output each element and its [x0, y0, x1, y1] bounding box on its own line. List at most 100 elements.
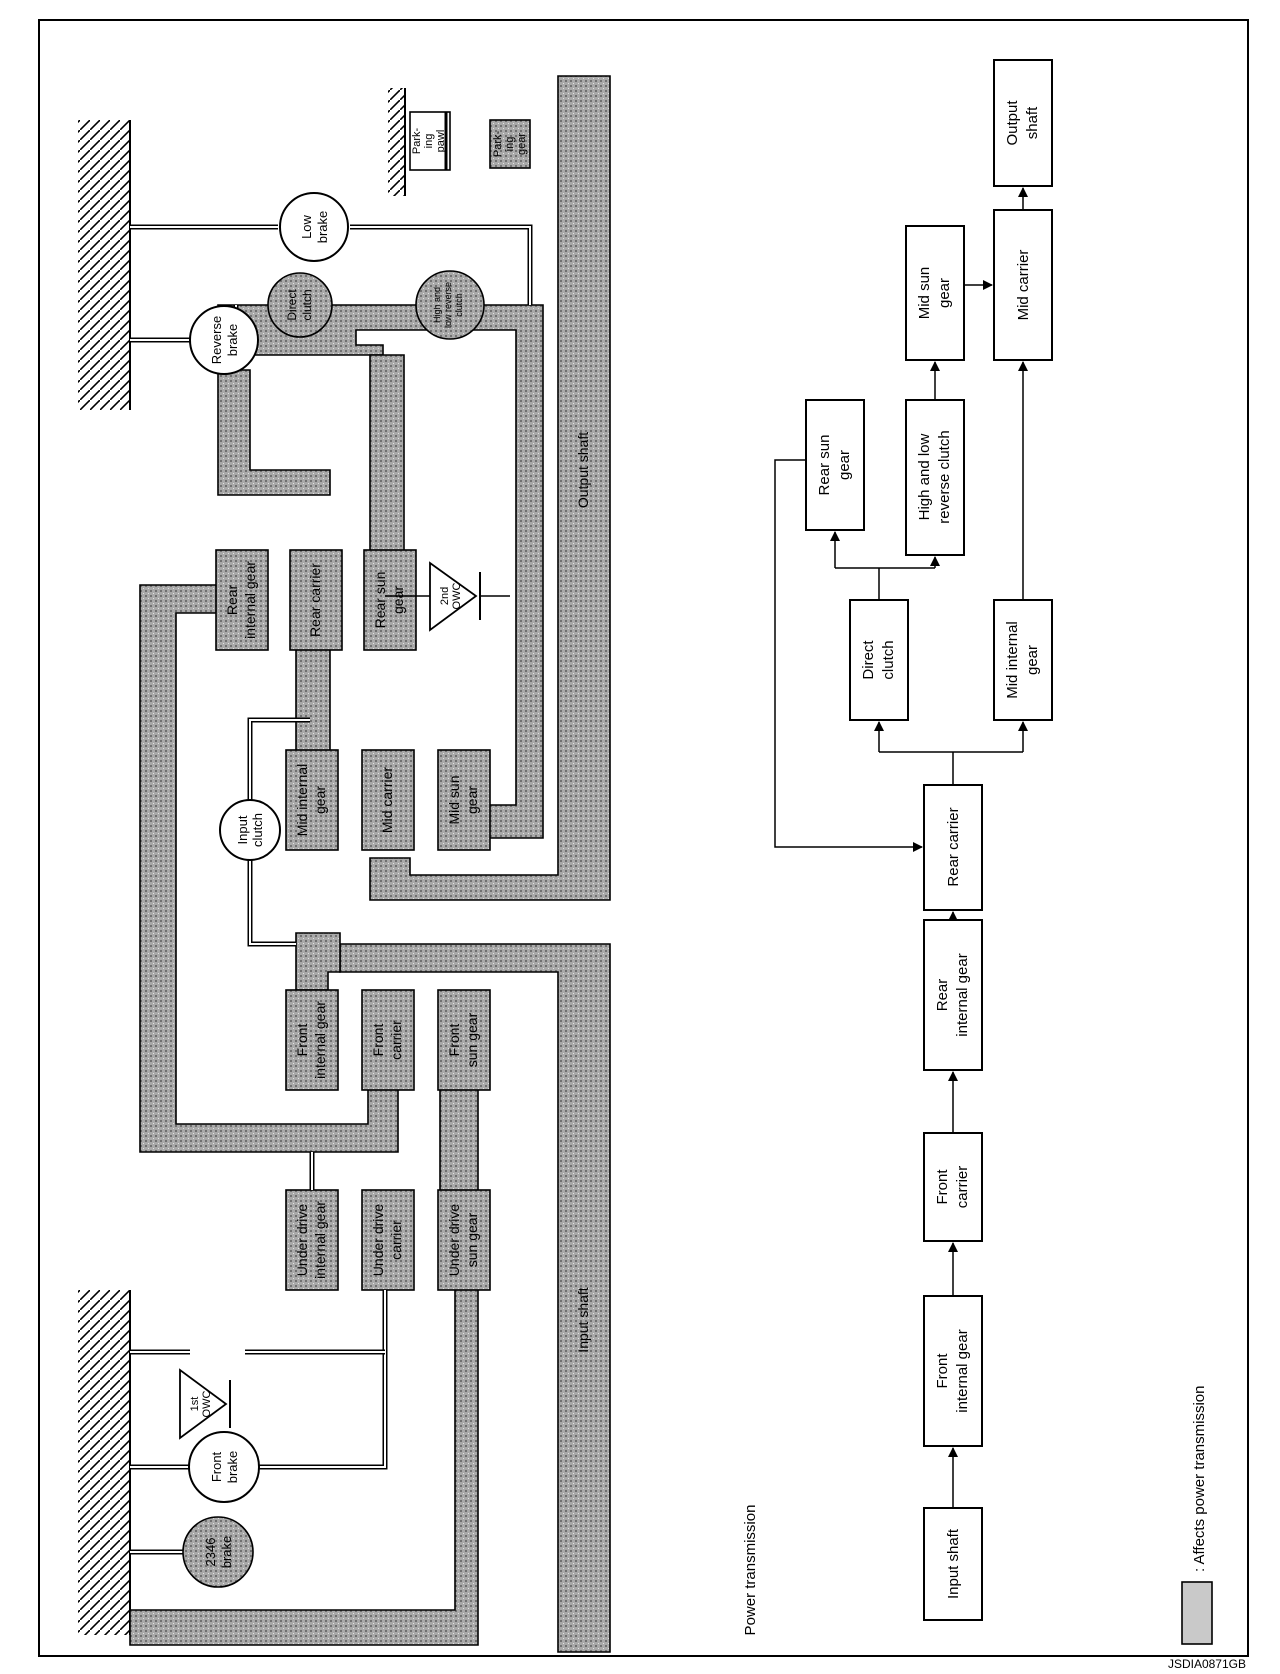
svg-text:Rear: Rear: [934, 979, 951, 1012]
svg-text:brake: brake: [225, 324, 240, 357]
svg-text:Front: Front: [446, 1024, 462, 1057]
svg-text:Mid carrier: Mid carrier: [1015, 250, 1032, 321]
svg-text:internal gear: internal gear: [954, 953, 971, 1036]
flow-direct-clutch: Direct clutch: [849, 599, 909, 721]
svg-text:sun gear: sun gear: [464, 1012, 480, 1067]
svg-text:internal gear: internal gear: [312, 1201, 328, 1279]
underdrive-sun-gear: Under drive sun gear: [437, 1189, 491, 1291]
svg-text:clutch: clutch: [250, 813, 265, 847]
svg-text:gear: gear: [390, 586, 406, 614]
svg-text:Mid internal: Mid internal: [1004, 621, 1021, 699]
svg-text:shaft: shaft: [1024, 106, 1041, 139]
svg-text:Rear: Rear: [224, 584, 240, 615]
output-shaft-label: Output shaft: [575, 432, 591, 508]
svg-text:Park-: Park-: [411, 128, 423, 155]
flow-front-internal-gear: Front internal gear: [923, 1295, 983, 1447]
rear-carrier: Rear carrier: [289, 549, 343, 651]
svg-text:Direct: Direct: [285, 289, 299, 321]
underdrive-carrier: Under drive carrier: [361, 1189, 415, 1291]
svg-text:clutch: clutch: [880, 640, 897, 679]
svg-text:low reverse: low reverse: [443, 282, 453, 328]
svg-text:clutch: clutch: [454, 293, 464, 317]
svg-text:sun gear: sun gear: [464, 1212, 480, 1267]
flow-arrows: [774, 187, 1028, 1508]
rear-carrier-link: [217, 369, 331, 496]
mid-sun-gear: Mid sun gear: [437, 749, 491, 851]
output-shaft-body: [369, 75, 611, 901]
mid-internal-gear: Mid internal gear: [285, 749, 339, 851]
flow-rear-carrier: Rear carrier: [923, 784, 983, 911]
flow-mid-carrier: Mid carrier: [993, 209, 1053, 361]
input-shaft-link: [295, 932, 341, 991]
reverse-brake: Reverse brake: [189, 305, 259, 375]
ground-right: [78, 120, 130, 410]
underdrive-internal-gear: Under drive internal gear: [285, 1189, 339, 1291]
front-internal-gear: Front internal gear: [285, 989, 339, 1091]
input-clutch: Input clutch: [219, 799, 281, 861]
ground-left: [78, 1290, 130, 1635]
svg-text:gear: gear: [1024, 645, 1041, 675]
flow-output-shaft: Output shaft: [993, 59, 1053, 187]
svg-text:Front: Front: [294, 1024, 310, 1057]
svg-text:Under drive: Under drive: [294, 1204, 310, 1277]
svg-text:Mid sun: Mid sun: [446, 775, 462, 824]
svg-text:gear: gear: [836, 450, 853, 480]
mid-internal-link: [295, 639, 331, 761]
svg-text:Front: Front: [934, 1353, 951, 1389]
connection-lines: [130, 224, 533, 1555]
rear-sun-link: [369, 354, 405, 571]
section-title: Power transmission: [742, 1505, 759, 1636]
page-frame: [38, 19, 1249, 1657]
svg-text:brake: brake: [315, 211, 330, 244]
svg-text:reverse clutch: reverse clutch: [936, 430, 953, 523]
svg-text:Mid carrier: Mid carrier: [379, 767, 395, 833]
svg-text:OWC: OWC: [201, 1391, 213, 1418]
svg-text:internal gear: internal gear: [242, 561, 258, 639]
svg-text:gear: gear: [516, 133, 528, 155]
svg-text:Rear carrier: Rear carrier: [307, 563, 323, 637]
legend-text: : Affects power transmission: [1191, 1386, 1208, 1572]
svg-text:1st: 1st: [189, 1397, 201, 1412]
svg-text:ing: ing: [504, 137, 516, 152]
svg-text:Park-: Park-: [492, 131, 504, 158]
svg-text:Input: Input: [235, 815, 250, 844]
svg-text:Front: Front: [209, 1451, 224, 1482]
svg-text:Rear sun: Rear sun: [816, 435, 833, 496]
front-brake: Front brake: [188, 1431, 260, 1503]
figure-code: JSDIA0871GB: [1168, 1657, 1246, 1671]
parking-pawl: Park- ing pawl: [409, 111, 451, 171]
svg-text:Rear carrier: Rear carrier: [945, 807, 962, 886]
svg-text:Input shaft: Input shaft: [945, 1528, 962, 1599]
front-carrier: Front carrier: [361, 989, 415, 1091]
svg-text:Reverse: Reverse: [209, 316, 224, 364]
svg-text:Mid sun: Mid sun: [916, 267, 933, 320]
svg-text:brake: brake: [225, 1451, 240, 1484]
owc-1st: 1st OWC: [179, 1368, 231, 1440]
svg-text:Low: Low: [299, 214, 314, 238]
flow-mid-sun-gear: Mid sun gear: [905, 225, 965, 361]
rear-internal-gear: Rear internal gear: [215, 549, 269, 651]
svg-text:Under drive: Under drive: [370, 1204, 386, 1277]
flow-diagram: Power transmission Input shaft Front int…: [742, 59, 1246, 1671]
svg-text:Mid internal: Mid internal: [294, 764, 310, 836]
svg-text:gear: gear: [936, 278, 953, 308]
flow-front-carrier: Front carrier: [923, 1132, 983, 1242]
mid-carrier: Mid carrier: [361, 749, 415, 851]
svg-text:gear: gear: [464, 786, 480, 814]
svg-text:internal gear: internal gear: [312, 1001, 328, 1079]
svg-text:ing: ing: [423, 134, 435, 149]
svg-text:High and low: High and low: [916, 433, 933, 520]
legend-swatch: [1181, 1581, 1213, 1645]
svg-text:carrier: carrier: [954, 1166, 971, 1209]
direct-clutch: Direct clutch: [267, 272, 333, 338]
svg-text:Output: Output: [1004, 100, 1021, 146]
svg-text:Rear sun: Rear sun: [372, 572, 388, 629]
brake-2346: 2346 brake: [182, 1516, 254, 1588]
svg-text:2346: 2346: [203, 1538, 218, 1567]
front-carrier-drum: [139, 584, 399, 1153]
legend: : Affects power transmission: [1181, 1386, 1213, 1645]
low-brake: Low brake: [279, 192, 349, 262]
svg-text:Front: Front: [934, 1169, 951, 1205]
rear-sun-gear: Rear sun gear: [363, 549, 417, 651]
